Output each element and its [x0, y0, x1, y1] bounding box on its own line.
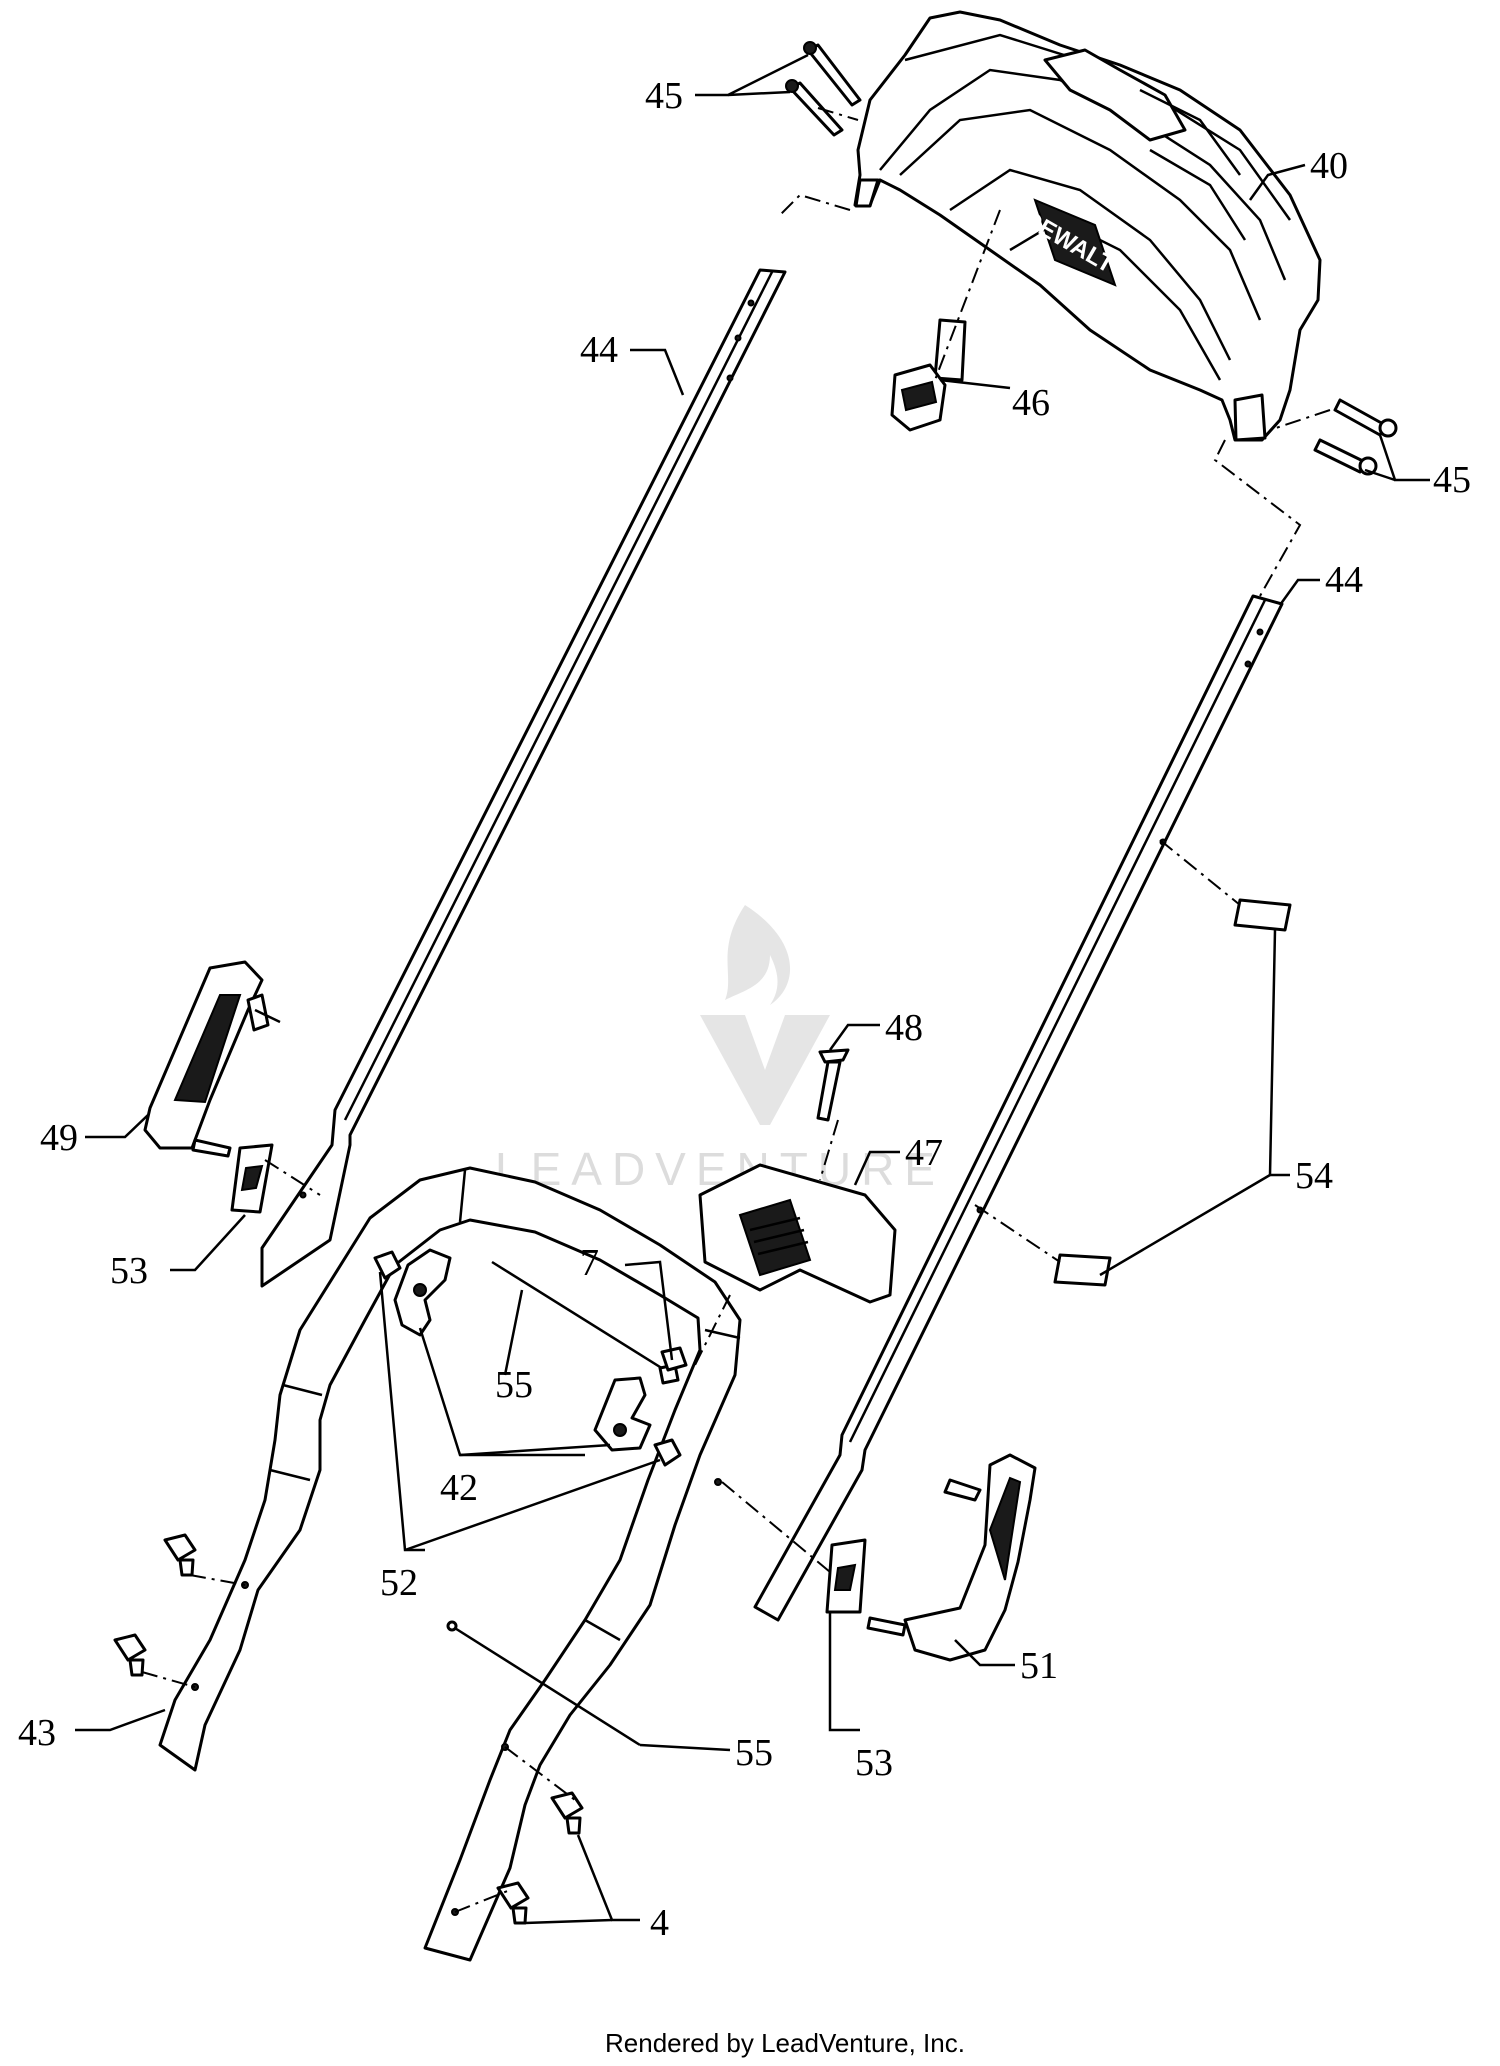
clip-53-left — [230, 1143, 274, 1214]
callout-44-right: 44 — [1325, 559, 1363, 601]
callout-44-left: 44 — [580, 329, 618, 371]
watermark-flame-icon — [725, 905, 791, 1005]
callout-40: 40 — [1310, 145, 1348, 187]
knob-51 — [866, 1453, 1037, 1662]
callout-42: 42 — [440, 1467, 478, 1509]
callout-47: 47 — [905, 1132, 943, 1174]
watermark-v-icon — [700, 1015, 830, 1125]
footer-credit: Rendered by LeadVenture, Inc. — [605, 2028, 965, 2058]
knob-49 — [143, 960, 281, 1158]
nuts-52 — [373, 1250, 682, 1467]
callout-7: 7 — [580, 1242, 599, 1284]
callout-55-top: 55 — [495, 1364, 533, 1406]
callout-45-right: 45 — [1433, 459, 1471, 501]
knob-42-left — [393, 1248, 452, 1337]
clip-53-right — [825, 1538, 867, 1614]
bolts-45-top — [785, 41, 862, 137]
upper-tube-left — [260, 268, 787, 1288]
knob-42-right — [593, 1376, 652, 1452]
callout-53-right: 53 — [855, 1742, 893, 1784]
bolts-45-right — [1313, 398, 1398, 476]
callout-53-left: 53 — [110, 1250, 148, 1292]
screw-48 — [816, 1048, 850, 1122]
upper-tube-right — [753, 594, 1284, 1622]
callout-4: 4 — [650, 1902, 669, 1944]
cables-55 — [446, 1260, 680, 1747]
part-46-switch — [890, 318, 967, 432]
callout-52: 52 — [380, 1562, 418, 1604]
callout-48: 48 — [885, 1007, 923, 1049]
callout-45-top: 45 — [645, 75, 683, 117]
callout-55-bottom: 55 — [735, 1732, 773, 1774]
bolts-4-left — [113, 1533, 197, 1677]
upper-handle — [853, 10, 1322, 442]
centre-lines — [141, 107, 1331, 1913]
callouts: 45 40 44 46 45 44 49 48 47 54 53 7 55 42… — [18, 75, 1471, 1944]
insert-54-bottom — [1053, 1253, 1112, 1287]
leader-lines — [75, 53, 1430, 1925]
lower-handle — [158, 1166, 742, 1962]
bolts-4-bottom — [496, 1791, 584, 1925]
insert-54-top — [1233, 898, 1292, 932]
callout-46: 46 — [1012, 382, 1050, 424]
callout-54: 54 — [1295, 1155, 1333, 1197]
bracket-47 — [698, 1163, 897, 1304]
callout-49: 49 — [40, 1117, 78, 1159]
callout-43: 43 — [18, 1712, 56, 1754]
callout-51: 51 — [1020, 1645, 1058, 1687]
clip-7 — [660, 1346, 688, 1372]
